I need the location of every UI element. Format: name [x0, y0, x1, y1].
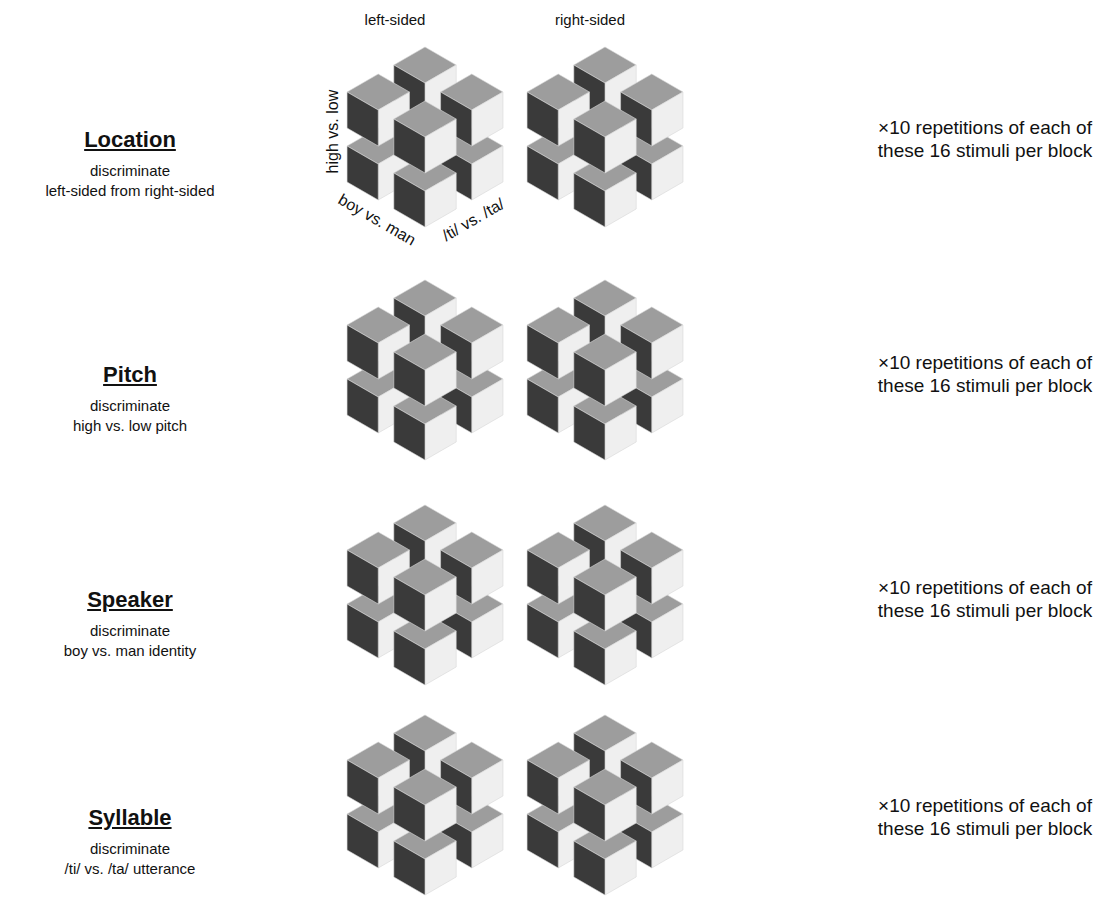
cube-left-face	[527, 760, 558, 814]
cube-right-face	[472, 325, 503, 379]
cube-left-face	[527, 92, 558, 146]
cube-right-face	[605, 352, 636, 406]
axis-label: high vs. low	[323, 90, 342, 174]
repetition-note: ×10 repetitions of each of these 16 stim…	[878, 352, 1093, 398]
cube-right-face	[652, 814, 683, 868]
cube-right-face	[652, 146, 683, 200]
cube-left-face	[347, 604, 378, 658]
task-description: discriminate	[90, 162, 170, 180]
cube-left-face	[574, 577, 605, 631]
cube-left-face	[347, 760, 378, 814]
cube-left-face	[574, 119, 605, 173]
cube-left-face	[394, 352, 425, 406]
cube-left-face	[394, 173, 425, 227]
cube-left-face	[394, 841, 425, 895]
cube-left-face	[527, 379, 558, 433]
task-title: Syllable	[88, 805, 171, 831]
task-description: boy vs. man identity	[64, 642, 197, 660]
cube-left-face	[347, 550, 378, 604]
cube-left-face	[574, 352, 605, 406]
cube-left-face	[527, 146, 558, 200]
cube-left-face	[347, 814, 378, 868]
cube-left-face	[347, 146, 378, 200]
cube-right-face	[425, 352, 456, 406]
exploded-cube	[527, 280, 683, 460]
cube-left-face	[574, 173, 605, 227]
task-description: discriminate	[90, 622, 170, 640]
cube-left-face	[527, 814, 558, 868]
cube-left-face	[574, 631, 605, 685]
cube-right-face	[472, 604, 503, 658]
cube-right-face	[425, 841, 456, 895]
cube-right-face	[652, 325, 683, 379]
cube-right-face	[652, 92, 683, 146]
cube-left-face	[347, 379, 378, 433]
cube-right-face	[605, 406, 636, 460]
cube-right-face	[425, 631, 456, 685]
task-title: Location	[84, 127, 176, 153]
cube-right-face	[425, 406, 456, 460]
cube-right-face	[605, 787, 636, 841]
cube-right-face	[472, 146, 503, 200]
cube-left-face	[394, 119, 425, 173]
exploded-cube	[527, 47, 683, 227]
cube-left-face	[574, 841, 605, 895]
cube-left-face	[394, 406, 425, 460]
cube-right-face	[605, 841, 636, 895]
task-description: high vs. low pitch	[73, 417, 187, 435]
repetition-note: ×10 repetitions of each of these 16 stim…	[878, 117, 1093, 163]
exploded-cube	[347, 280, 503, 460]
cube-right-face	[472, 92, 503, 146]
cube-left-face	[347, 92, 378, 146]
cube-right-face	[425, 577, 456, 631]
cube-right-face	[605, 119, 636, 173]
exploded-cube	[527, 715, 683, 895]
cube-left-face	[527, 604, 558, 658]
cube-left-face	[527, 550, 558, 604]
cube-right-face	[605, 173, 636, 227]
task-title: Pitch	[103, 362, 157, 388]
cube-right-face	[425, 119, 456, 173]
cube-right-face	[472, 814, 503, 868]
task-description: left-sided from right-sided	[45, 182, 214, 200]
column-header: right-sided	[555, 11, 625, 29]
exploded-cube	[347, 505, 503, 685]
cube-left-face	[574, 787, 605, 841]
cube-left-face	[394, 577, 425, 631]
exploded-cube	[347, 47, 503, 227]
cube-right-face	[425, 787, 456, 841]
cube-right-face	[472, 379, 503, 433]
cube-left-face	[527, 325, 558, 379]
exploded-cube	[527, 505, 683, 685]
column-header: left-sided	[365, 11, 426, 29]
cube-left-face	[394, 787, 425, 841]
cube-right-face	[605, 577, 636, 631]
repetition-note: ×10 repetitions of each of these 16 stim…	[878, 577, 1093, 623]
cube-right-face	[652, 604, 683, 658]
cube-right-face	[652, 379, 683, 433]
cube-left-face	[574, 406, 605, 460]
cube-right-face	[652, 760, 683, 814]
repetition-note: ×10 repetitions of each of these 16 stim…	[878, 795, 1093, 841]
cube-right-face	[425, 173, 456, 227]
cube-right-face	[472, 760, 503, 814]
cube-left-face	[394, 631, 425, 685]
cube-right-face	[472, 550, 503, 604]
task-description: discriminate	[90, 840, 170, 858]
task-description: /ti/ vs. /ta/ utterance	[65, 860, 196, 878]
cube-right-face	[605, 631, 636, 685]
task-description: discriminate	[90, 397, 170, 415]
cube-right-face	[652, 550, 683, 604]
task-title: Speaker	[87, 587, 173, 613]
cube-left-face	[347, 325, 378, 379]
exploded-cube	[347, 715, 503, 895]
